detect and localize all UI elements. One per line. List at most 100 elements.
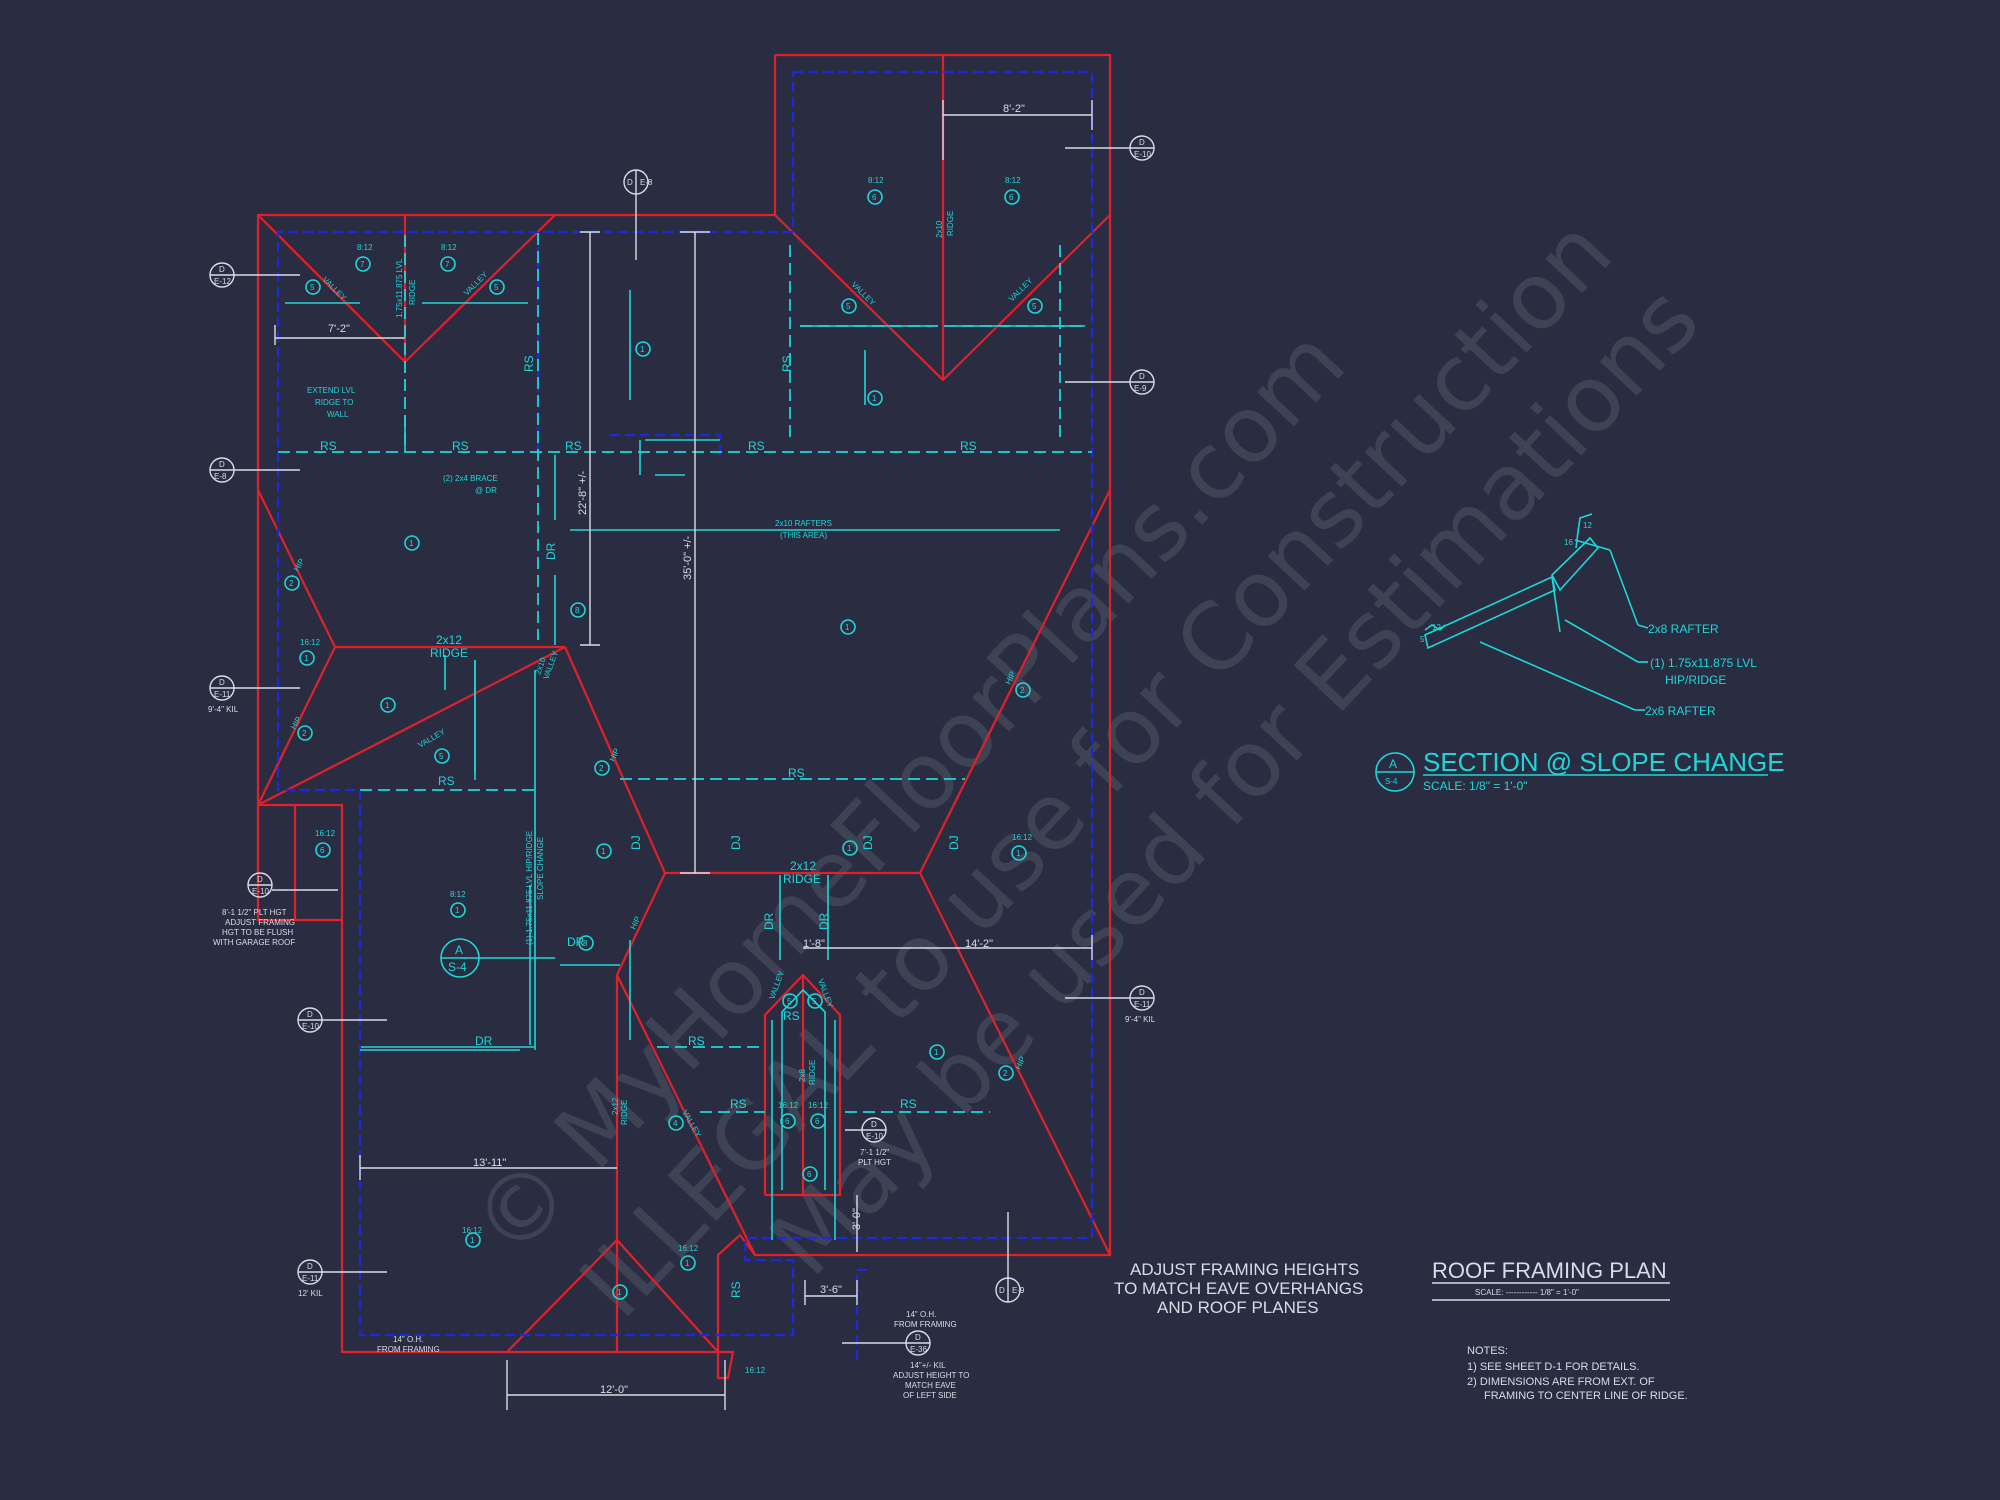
dim-3-0: 3'-0" [851, 1208, 863, 1230]
pitch-label: 16:12 [300, 638, 321, 647]
dim-1-8: 1'-8" [803, 938, 825, 950]
mark-8: 8 [583, 939, 588, 948]
rs-label: RS [438, 774, 455, 788]
plan-title: ROOF FRAMING PLAN [1432, 1258, 1667, 1283]
extend-note: EXTEND LVL [307, 386, 356, 395]
rs-label: RS [900, 1097, 917, 1111]
rs-label: RS [960, 439, 977, 453]
mark-4: 4 [673, 1119, 678, 1128]
rs-label: RS [452, 439, 469, 453]
callout-text: 14"+/- KIL [910, 1361, 946, 1370]
rafter-marks: 1 1 1 1 1 1 1 1 1 1 1 1 1 1 2 2 2 2 2 4 … [284, 189, 1043, 1300]
rs-label: RS [780, 355, 794, 372]
mark-1: 1 [601, 847, 606, 856]
callout-text: 7'-1 1/2" [860, 1148, 889, 1157]
callout-text: FROM FRAMING [377, 1345, 440, 1354]
rs-label: RS [788, 766, 805, 780]
rs-label: RS [783, 1009, 800, 1023]
tag-e: E-8 [214, 472, 227, 481]
callout-text: ADJUST FRAMING [225, 918, 295, 927]
tag-e: E-10 [252, 887, 269, 896]
tag-e: E-9 [1134, 384, 1147, 393]
title-block: ROOF FRAMING PLAN SCALE: ------------ 1/… [1432, 1258, 1688, 1402]
callout-text: HGT TO BE FLUSH [222, 928, 293, 937]
tag-d: D [219, 678, 225, 687]
label-2x8-rafter: 2x8 RAFTER [1648, 622, 1719, 636]
pitch-label: 8:12 [868, 176, 884, 185]
valley-label: VALLEY [1007, 276, 1035, 304]
valley-label: VALLEY [850, 280, 878, 308]
ridge-label: RIDGE [808, 1060, 817, 1085]
brace-note: (2) 2x4 BRACE [443, 474, 498, 483]
section-tag-a: A [455, 943, 463, 957]
adjust-line-3: AND ROOF PLANES [1157, 1298, 1319, 1317]
mark-6: 6 [1009, 193, 1014, 202]
mark-5: 5 [846, 302, 851, 311]
section-scale: SCALE: 1/8" = 1'-0" [1423, 779, 1528, 793]
mark-6: 6 [807, 1170, 812, 1179]
rafters-note: (THIS AREA) [780, 531, 827, 540]
mark-6: 6 [785, 1117, 790, 1126]
rs-label: RS [522, 355, 536, 372]
mark-6: 6 [320, 846, 325, 855]
pitch-label: 8:12 [357, 243, 373, 252]
rs-label: RS [688, 1034, 705, 1048]
valley-label: VALLEY [417, 727, 448, 750]
mark-2: 2 [289, 579, 294, 588]
mark-1: 1 [685, 1259, 690, 1268]
dr-label: DR [817, 912, 831, 930]
callout-text: 14" O.H. [393, 1335, 423, 1344]
mark-5: 5 [310, 283, 315, 292]
tag-d: D [219, 460, 225, 469]
label-2x6-rafter: 2x6 RAFTER [1645, 704, 1716, 718]
dr-label: DR [762, 912, 776, 930]
pitch-label: 16:12 [315, 829, 336, 838]
pitch-label: 16:12 [678, 1244, 699, 1253]
ridge-size: 2x12 [790, 859, 816, 873]
rs-label: RS [565, 439, 582, 453]
dj-label: DJ [729, 835, 743, 850]
adjust-framing-note: ADJUST FRAMING HEIGHTS TO MATCH EAVE OVE… [1114, 1260, 1363, 1317]
callout-text: OF LEFT SIDE [903, 1391, 957, 1400]
mark-2: 2 [1003, 1069, 1008, 1078]
section-marker-a: A S-4 [440, 938, 555, 978]
pitch-16: 16 [1564, 538, 1573, 547]
hipridge-note: (1) 1.75x11.875 LVL HIP/RIDGE [525, 831, 534, 945]
dj-label: DJ [861, 835, 875, 850]
pitch-12b: 12 [1583, 521, 1592, 530]
tag-e: E-10 [302, 1022, 319, 1031]
mark-7: 7 [360, 260, 365, 269]
ridge-label: RIDGE [946, 211, 955, 236]
tag-d: D [871, 1120, 877, 1129]
ridge-size: 2x8 [798, 1069, 807, 1082]
dj-label: DJ [947, 835, 961, 850]
mark-5: 5 [1032, 302, 1037, 311]
mark-7: 7 [445, 260, 450, 269]
tag-e: E-8 [640, 178, 653, 187]
tag-e: E-9 [1012, 1286, 1025, 1295]
section-tag-bottom: S-4 [1385, 777, 1398, 786]
section-title: SECTION @ SLOPE CHANGE [1423, 747, 1785, 777]
section-tag-top: A [1389, 757, 1397, 771]
tag-d: D [257, 875, 263, 884]
ridge-label: RIDGE [430, 646, 468, 660]
mark-8: 8 [575, 606, 580, 615]
mark-1: 1 [640, 345, 645, 354]
pitch-label: 16:12 [1012, 833, 1033, 842]
pitch-label: 8:12 [441, 243, 457, 252]
callout-kil: 9'-4" KIL [208, 705, 239, 714]
rs-label: RS [729, 1281, 743, 1298]
mark-1: 1 [455, 906, 460, 915]
mark-5: 5 [787, 997, 792, 1006]
lvl-ridge-b: RIDGE [408, 280, 417, 305]
mark-2: 2 [302, 729, 307, 738]
tag-d: D [1139, 372, 1145, 381]
tag-d: D [1139, 988, 1145, 997]
mark-1: 1 [409, 539, 414, 548]
ridge-size: 2x10 [935, 220, 944, 238]
tag-e: E-11 [1134, 1000, 1151, 1009]
tag-e: E-10 [1134, 150, 1151, 159]
mark-1: 1 [1016, 849, 1021, 858]
dj-label: DJ [629, 835, 643, 850]
tag-e: E-11 [214, 690, 231, 699]
